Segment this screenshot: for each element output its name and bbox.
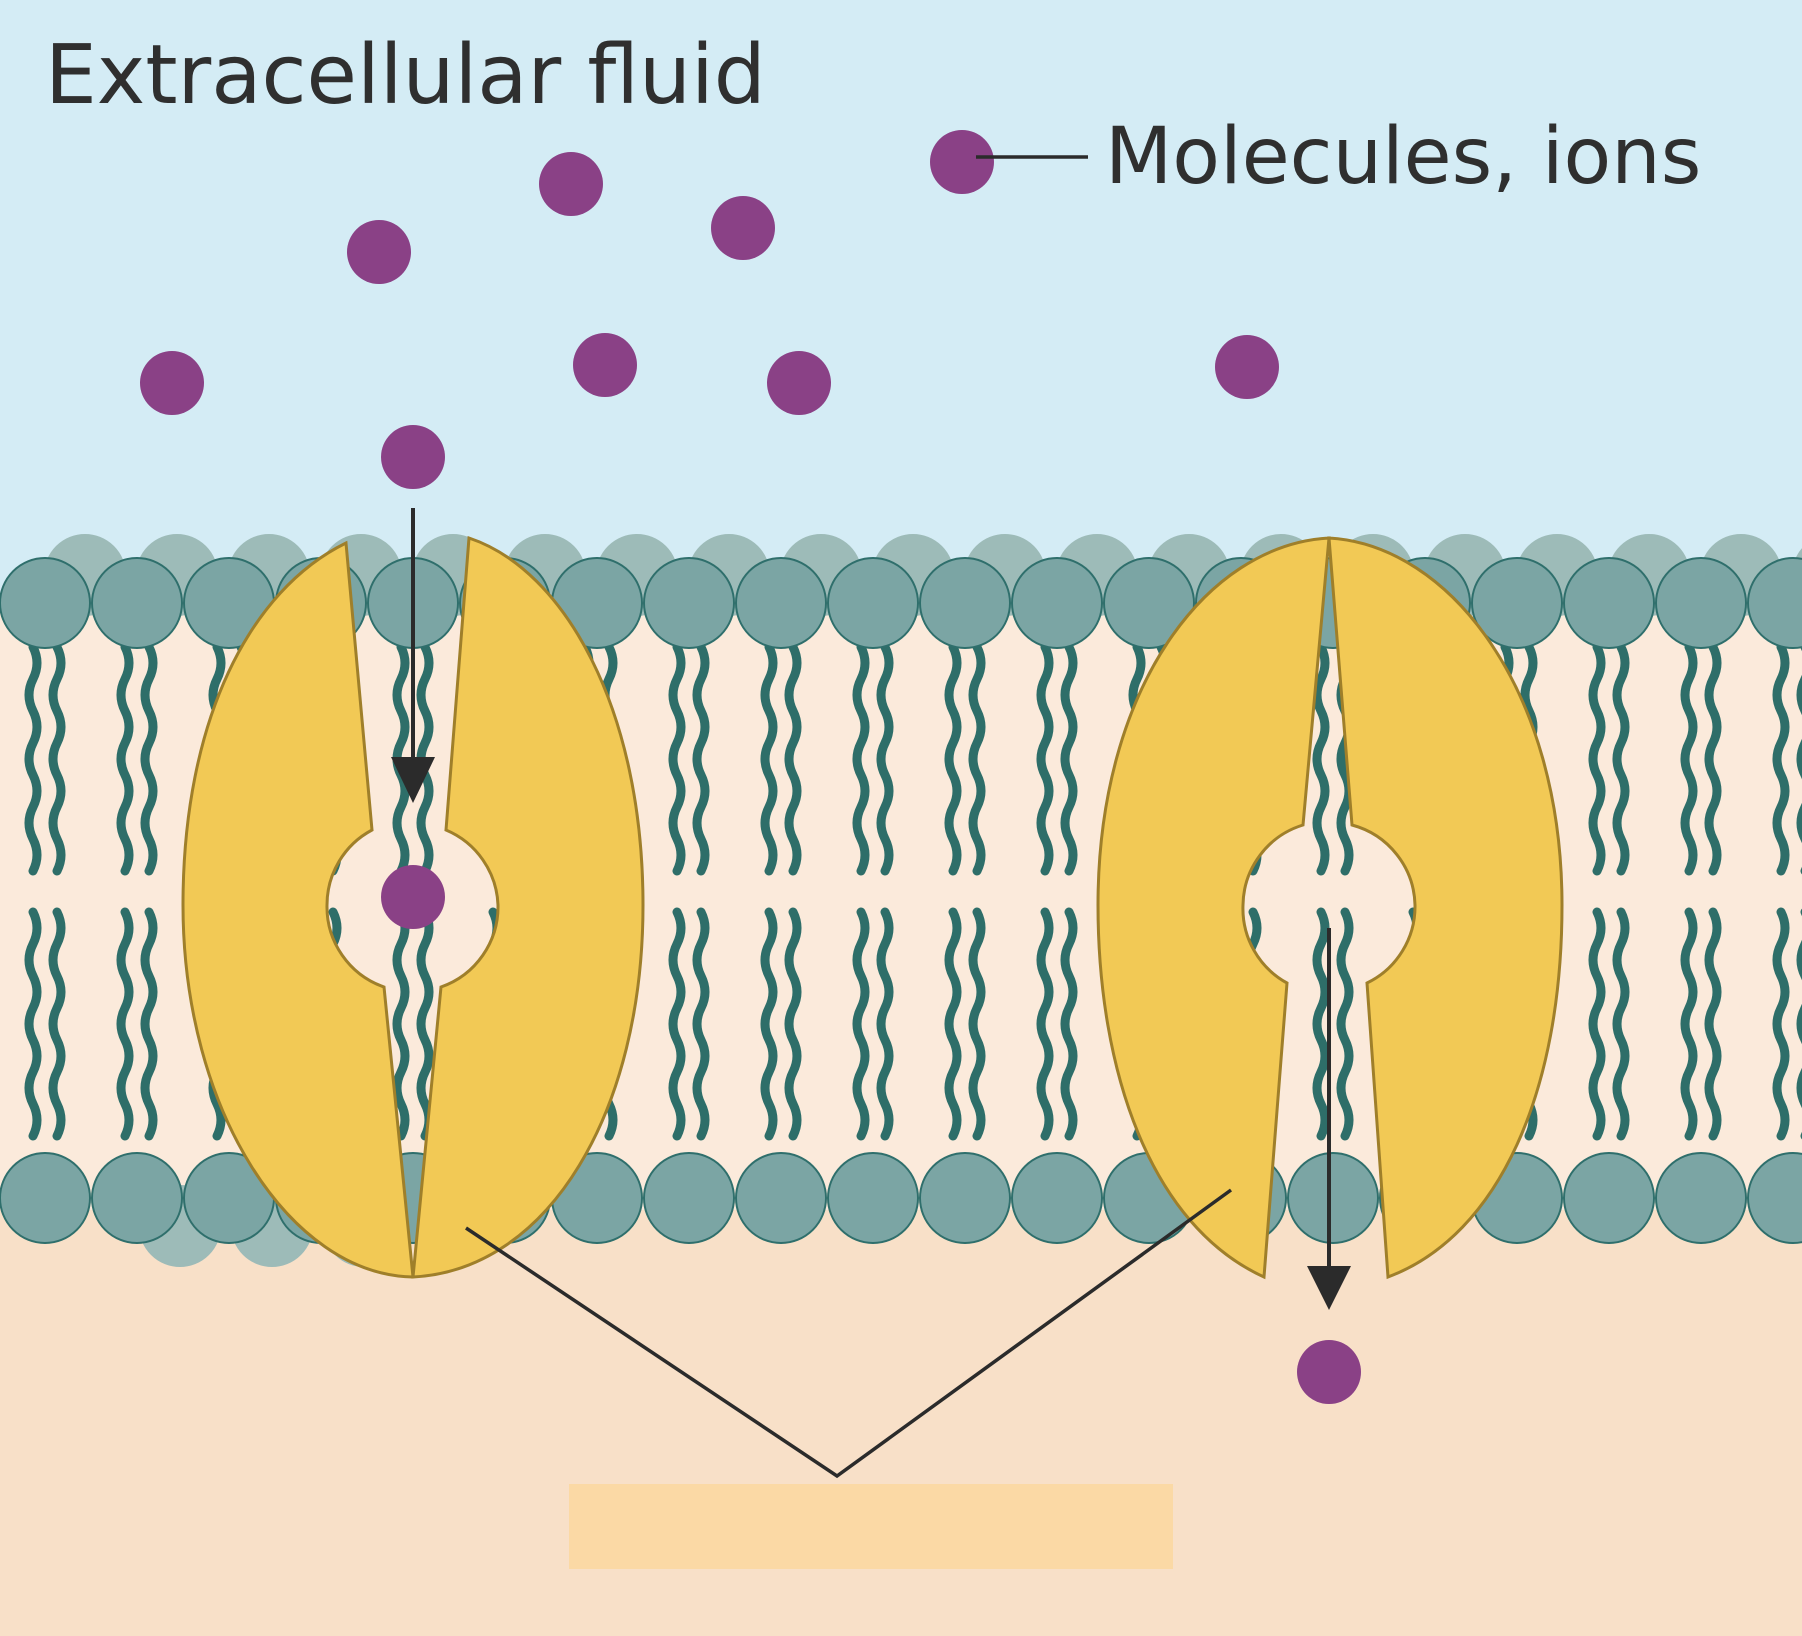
extracellular-region bbox=[0, 0, 1802, 600]
phospholipid-tail bbox=[416, 907, 434, 1141]
molecule-dot-icon bbox=[1297, 1340, 1361, 1404]
phospholipid-tail bbox=[944, 907, 962, 1141]
phospholipid-tail bbox=[1060, 642, 1078, 876]
phospholipid-tail bbox=[760, 642, 778, 876]
phospholipid-head bbox=[1287, 1152, 1379, 1244]
molecules-group bbox=[140, 152, 1361, 1404]
phospholipid-tail bbox=[1796, 908, 1802, 1140]
phospholipid-head bbox=[91, 1152, 183, 1244]
phospholipid-head bbox=[827, 557, 919, 649]
molecule-dot-icon bbox=[381, 865, 445, 929]
phospholipid-tail bbox=[1588, 907, 1606, 1141]
phospholipid-tail bbox=[1312, 642, 1330, 876]
phospholipid-tail bbox=[968, 642, 986, 876]
molecule-dot-icon bbox=[1215, 335, 1279, 399]
intracellular-region bbox=[0, 1210, 1802, 1636]
phospholipid-tail bbox=[1680, 907, 1698, 1141]
phospholipid-tail bbox=[116, 907, 134, 1141]
phospholipid-tail bbox=[1612, 907, 1630, 1141]
phospholipid-tail bbox=[1772, 907, 1790, 1141]
phospholipid-tail bbox=[1336, 907, 1354, 1141]
phospholipid-tail bbox=[48, 907, 66, 1141]
phospholipid-head bbox=[0, 557, 91, 649]
phospholipid-tail bbox=[852, 907, 870, 1141]
phospholipid-tail bbox=[140, 642, 158, 876]
phospholipid-tail bbox=[116, 642, 134, 876]
phospholipid-tail bbox=[668, 907, 686, 1141]
phospholipid-tail bbox=[852, 642, 870, 876]
molecule-dot-icon bbox=[539, 152, 603, 216]
molecule-dot-icon bbox=[347, 220, 411, 284]
region-title: Extracellular fluid bbox=[45, 28, 766, 123]
phospholipid-tail bbox=[968, 907, 986, 1141]
phospholipid-tail bbox=[1312, 907, 1330, 1141]
phospholipid-tail bbox=[668, 642, 686, 876]
phospholipid-tail bbox=[784, 907, 802, 1141]
phospholipid-head bbox=[919, 1152, 1011, 1244]
molecule-dot-icon bbox=[930, 130, 994, 194]
phospholipid-tail bbox=[1796, 643, 1802, 875]
legend: Molecules, ions bbox=[930, 112, 1701, 202]
molecule-dot-icon bbox=[381, 425, 445, 489]
phospholipid-tail bbox=[1612, 642, 1630, 876]
phospholipid-tail bbox=[24, 642, 42, 876]
molecule-dot-icon bbox=[140, 351, 204, 415]
phospholipid-tail bbox=[876, 907, 894, 1141]
molecule-dot-icon bbox=[767, 351, 831, 415]
carrier-protein-shape bbox=[1096, 536, 1564, 1280]
arrow-down-icon bbox=[1307, 1266, 1351, 1310]
phospholipid-tail bbox=[1704, 642, 1722, 876]
molecule-dot-icon bbox=[573, 333, 637, 397]
phospholipid-tail bbox=[24, 907, 42, 1141]
legend-label: Molecules, ions bbox=[1105, 112, 1701, 202]
phospholipid-head bbox=[1655, 557, 1747, 649]
phospholipid-tail bbox=[140, 907, 158, 1141]
phospholipid-tail bbox=[692, 907, 710, 1141]
phospholipid-head bbox=[1471, 557, 1563, 649]
phospholipid-tail bbox=[1036, 642, 1054, 876]
phospholipid-head bbox=[0, 1152, 91, 1244]
arrow-down-icon bbox=[391, 757, 435, 803]
phospholipid-head bbox=[735, 557, 827, 649]
phospholipid-tail bbox=[1704, 907, 1722, 1141]
phospholipid-head bbox=[643, 557, 735, 649]
carrier-protein-open-outside bbox=[181, 535, 645, 1279]
caption-pointer-lines bbox=[465, 1188, 1233, 1479]
phospholipid-tail bbox=[392, 907, 410, 1141]
phospholipid-head bbox=[91, 557, 183, 649]
phospholipid-head bbox=[919, 557, 1011, 649]
transport-arrows bbox=[391, 508, 1351, 1310]
phospholipid-tail bbox=[876, 642, 894, 876]
phospholipid-head bbox=[1103, 557, 1195, 649]
phospholipid-head bbox=[1563, 1152, 1655, 1244]
phospholipid-tail bbox=[48, 642, 66, 876]
molecule-dot-icon bbox=[711, 196, 775, 260]
phospholipid-tail bbox=[784, 642, 802, 876]
phospholipid-head bbox=[643, 1152, 735, 1244]
phospholipid-tail bbox=[1588, 642, 1606, 876]
protein-caption-box bbox=[569, 1484, 1173, 1569]
phospholipid-head bbox=[735, 1152, 827, 1244]
phospholipid-tail bbox=[1036, 907, 1054, 1141]
phospholipid-tail bbox=[944, 642, 962, 876]
phospholipid-tail bbox=[692, 642, 710, 876]
phospholipid-head bbox=[1747, 557, 1802, 649]
phospholipid-head bbox=[1011, 1152, 1103, 1244]
phospholipid-head bbox=[1011, 557, 1103, 649]
carrier-protein-open-inside bbox=[1096, 536, 1564, 1280]
phospholipid-head bbox=[1747, 1152, 1802, 1244]
carrier-protein-shape bbox=[181, 535, 645, 1279]
phospholipid-tail bbox=[760, 907, 778, 1141]
phospholipid-head bbox=[827, 1152, 919, 1244]
phospholipid-tail bbox=[1772, 642, 1790, 876]
phospholipid-head bbox=[1563, 557, 1655, 649]
phospholipid-tail bbox=[1680, 642, 1698, 876]
phospholipid-head bbox=[1655, 1152, 1747, 1244]
phospholipid-tail bbox=[1060, 907, 1078, 1141]
